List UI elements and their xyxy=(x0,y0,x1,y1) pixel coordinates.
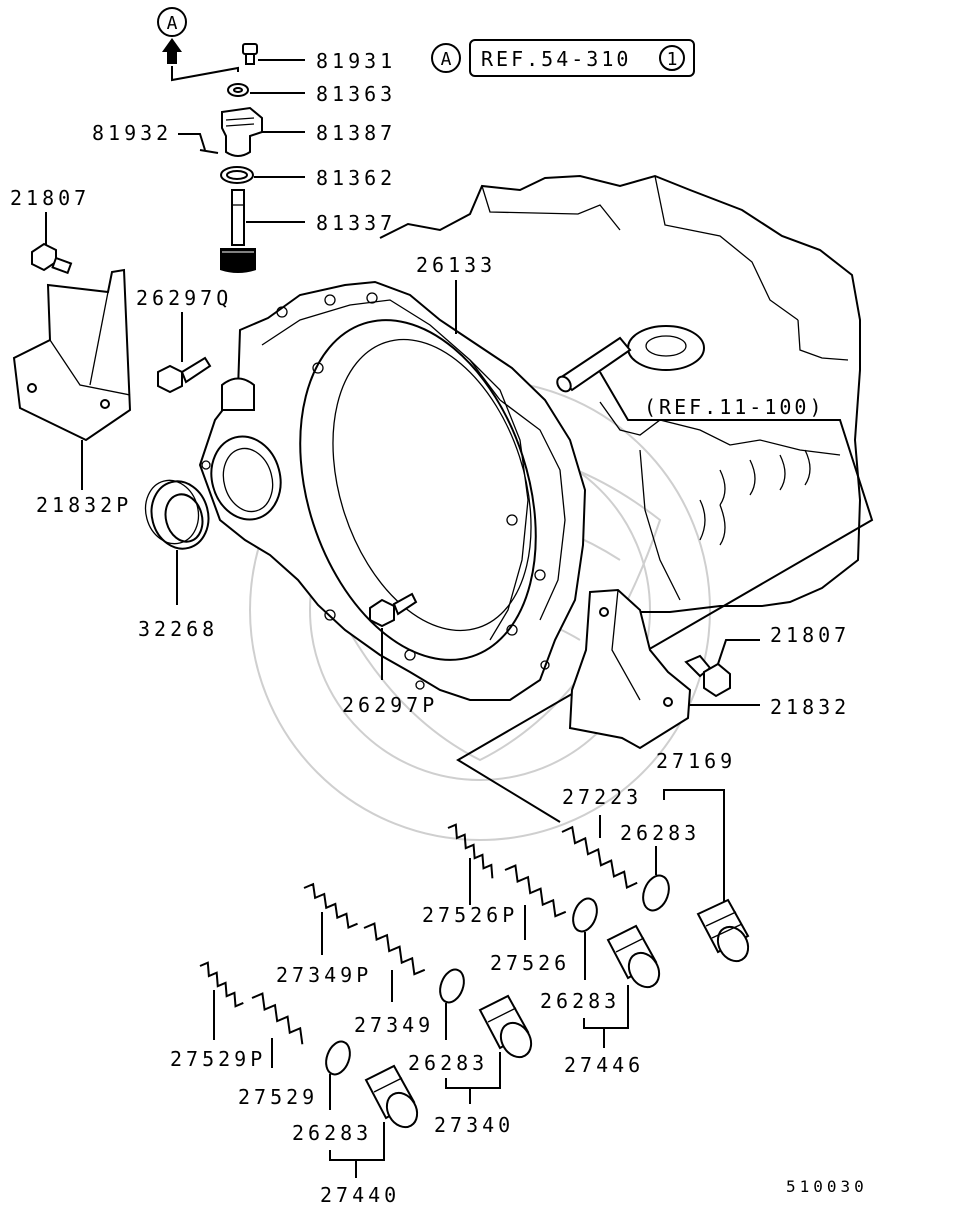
label-26283-b[interactable]: 26283 xyxy=(540,989,620,1013)
label-21832[interactable]: 21832 xyxy=(770,695,850,719)
part-27349P-spring[interactable] xyxy=(297,882,366,931)
part-81363-washer[interactable] xyxy=(227,83,249,97)
label-26297P[interactable]: 26297P xyxy=(342,693,438,717)
part-21807-bolt-right[interactable] xyxy=(684,654,731,698)
part-27340-piston[interactable] xyxy=(478,994,537,1063)
label-26283-d[interactable]: 26283 xyxy=(292,1121,372,1145)
transaxle-case-outline xyxy=(379,174,862,613)
label-32268[interactable]: 32268 xyxy=(138,617,218,641)
part-26297P-bolt[interactable] xyxy=(369,592,418,628)
part-26283-o-ring-d[interactable] xyxy=(322,1038,354,1077)
marker-a-ref-text: A xyxy=(441,49,452,70)
ref-54-310-box[interactable]: REF.54-310 1 xyxy=(469,39,695,77)
label-81931[interactable]: 81931 xyxy=(316,49,396,73)
part-27169-piston[interactable] xyxy=(696,898,754,967)
marker-a-ref[interactable]: A xyxy=(431,43,461,73)
part-21832-bracket[interactable] xyxy=(568,588,692,750)
part-81337-gear[interactable] xyxy=(220,189,256,273)
part-81362-o-ring[interactable] xyxy=(220,166,254,184)
part-27526P-spring[interactable] xyxy=(437,822,506,879)
part-27223-spring[interactable] xyxy=(552,824,648,890)
part-27529-spring[interactable] xyxy=(243,991,314,1045)
part-26133-housing[interactable] xyxy=(198,280,587,701)
part-26283-o-ring-b[interactable] xyxy=(569,895,601,934)
label-21807-right[interactable]: 21807 xyxy=(770,623,850,647)
label-27529[interactable]: 27529 xyxy=(238,1085,318,1109)
ref-54-310-text: REF.54-310 xyxy=(481,47,631,71)
part-27526-spring[interactable] xyxy=(496,863,575,920)
up-arrow-icon xyxy=(162,38,182,64)
label-21807-left[interactable]: 21807 xyxy=(10,186,90,210)
ref-11-100-text[interactable]: (REF.11-100) xyxy=(644,395,825,419)
label-27526P[interactable]: 27526P xyxy=(422,903,518,927)
part-21832P-bracket[interactable] xyxy=(12,268,132,442)
part-26283-o-ring-c[interactable] xyxy=(436,966,468,1005)
marker-a-top-text: A xyxy=(167,13,178,34)
label-27340[interactable]: 27340 xyxy=(434,1113,514,1137)
label-27440[interactable]: 27440 xyxy=(320,1183,400,1207)
ref-54-310-circled: 1 xyxy=(667,49,678,70)
label-81387[interactable]: 81387 xyxy=(316,121,396,145)
figure-code: 510030 xyxy=(786,1177,868,1196)
part-81932-pin[interactable] xyxy=(199,149,219,154)
part-32268-oil-seal[interactable] xyxy=(139,474,216,555)
part-27446-piston[interactable] xyxy=(606,924,665,993)
label-26283-a[interactable]: 26283 xyxy=(620,821,700,845)
part-27440-piston[interactable] xyxy=(364,1064,423,1133)
part-81387-sleeve[interactable] xyxy=(221,106,263,157)
label-81363[interactable]: 81363 xyxy=(316,82,396,106)
marker-a-top[interactable]: A xyxy=(157,7,187,37)
label-21832P[interactable]: 21832P xyxy=(36,493,132,517)
label-81932[interactable]: 81932 xyxy=(92,121,172,145)
label-27529P[interactable]: 27529P xyxy=(170,1047,266,1071)
part-26297Q-bolt[interactable] xyxy=(157,356,212,394)
label-27349[interactable]: 27349 xyxy=(354,1013,434,1037)
part-21807-bolt-left[interactable] xyxy=(31,242,73,275)
label-26297Q[interactable]: 26297Q xyxy=(136,286,232,310)
label-26133[interactable]: 26133 xyxy=(416,253,496,277)
label-27169[interactable]: 27169 xyxy=(656,749,736,773)
label-81337[interactable]: 81337 xyxy=(316,211,396,235)
dowel-pin xyxy=(556,336,632,393)
label-81362[interactable]: 81362 xyxy=(316,166,396,190)
part-26283-o-ring-a[interactable] xyxy=(639,872,674,914)
label-27446[interactable]: 27446 xyxy=(564,1053,644,1077)
label-27223[interactable]: 27223 xyxy=(562,785,642,809)
part-27349-spring[interactable] xyxy=(355,921,434,978)
part-27529P-spring[interactable] xyxy=(191,960,252,1008)
part-81931-bolt[interactable] xyxy=(242,43,258,65)
label-27349P[interactable]: 27349P xyxy=(276,963,372,987)
label-27526[interactable]: 27526 xyxy=(490,951,570,975)
label-26283-c[interactable]: 26283 xyxy=(408,1051,488,1075)
